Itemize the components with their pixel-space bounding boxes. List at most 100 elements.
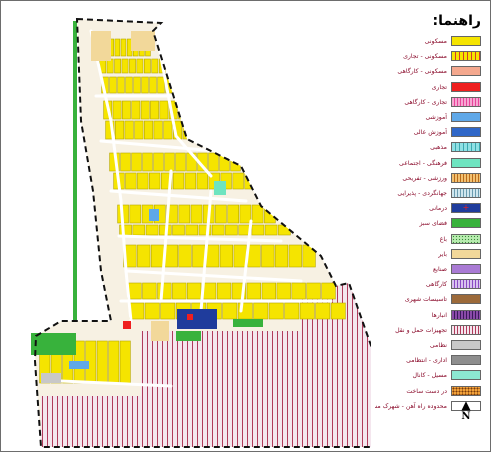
legend-swatch <box>451 66 481 77</box>
residential-block <box>244 172 256 190</box>
residential-block <box>131 100 141 120</box>
land-use-map[interactable] <box>1 1 371 451</box>
legend-item: درمانی + <box>373 202 483 215</box>
residential-block <box>149 76 157 94</box>
residential-block <box>330 302 346 320</box>
residential-block <box>150 244 165 268</box>
residential-block <box>175 152 186 172</box>
legend-item-label: تجهیزات حمل و نقل <box>395 326 447 334</box>
residential-block <box>119 340 131 384</box>
legend-swatch <box>451 127 481 138</box>
residential-block <box>125 172 137 190</box>
green-space-patch <box>176 331 201 341</box>
plan-boundary <box>33 17 371 448</box>
residential-block <box>198 224 212 236</box>
legend-item: صنایع <box>373 263 483 276</box>
residential-block <box>163 120 173 140</box>
residential-block <box>192 120 202 140</box>
legend-swatch <box>451 112 481 122</box>
north-arrow-icon: ▲ <box>461 398 471 412</box>
legend-swatch <box>451 233 481 244</box>
residential-block <box>149 172 161 190</box>
legend-swatch <box>451 294 481 305</box>
legend-item-label: کارگاهی <box>425 281 447 289</box>
vacant-patch <box>91 31 111 61</box>
legend-swatch <box>451 355 481 366</box>
legend-item: انبارها <box>373 309 483 322</box>
vacant-patch <box>131 31 155 51</box>
residential-block <box>114 38 121 57</box>
legend-item: مذهبی <box>373 141 483 154</box>
legend-swatch <box>451 172 481 183</box>
residential-block <box>288 244 302 268</box>
residential-block <box>129 58 136 74</box>
residential-block <box>131 152 142 172</box>
residential-block <box>315 302 331 320</box>
legend-item: محدوده راه آهن - شهرک مسکونی <box>373 400 483 413</box>
legend-swatch <box>451 188 481 198</box>
legend-item-label: درمانی <box>429 205 447 213</box>
legend-item: نظامی <box>373 339 483 352</box>
residential-block <box>211 224 225 236</box>
legend-swatch <box>451 400 481 411</box>
residential-block <box>142 282 157 300</box>
residential-block <box>219 152 230 172</box>
residential-block <box>251 204 264 224</box>
residential-block <box>253 302 269 320</box>
residential-block <box>211 120 221 140</box>
residential-block <box>274 244 289 268</box>
legend-item-label: باغ <box>439 235 447 243</box>
residential-block <box>120 152 131 172</box>
residential-block <box>239 204 252 224</box>
legend-swatch <box>451 279 481 290</box>
legend-item: در دست ساخت <box>373 385 483 398</box>
residential-block <box>187 282 202 300</box>
residential-block <box>134 120 144 140</box>
residential-block <box>124 120 134 140</box>
residential-block <box>208 152 219 172</box>
residential-block <box>141 76 149 94</box>
legend-item: تجاری <box>373 81 483 94</box>
residential-block <box>222 302 238 320</box>
residential-block <box>261 244 275 268</box>
residential-block <box>137 244 151 268</box>
residential-block <box>106 58 114 74</box>
legend-item: مسکونی - کارگاهی <box>373 65 483 78</box>
commercial-patch <box>123 321 131 329</box>
legend-item: جهانگردی - پذیرایی <box>373 187 483 200</box>
residential-block <box>302 244 316 268</box>
legend-item-label: در دست ساخت <box>406 387 447 395</box>
legend-item: فرهنگی - اجتماعی <box>373 157 483 170</box>
legend-item-label: آموزشی <box>425 114 447 121</box>
residential-block <box>153 120 163 140</box>
residential-block <box>114 58 121 74</box>
legend-item: تجهیزات حمل و نقل <box>373 324 483 337</box>
residential-block <box>117 76 125 94</box>
legend-item: فضای سبز <box>373 217 483 230</box>
legend-item: مسکونی - تجاری <box>373 50 483 63</box>
residential-block <box>215 204 227 224</box>
legend-swatch <box>451 385 481 396</box>
legend-item-label: بایر <box>438 250 447 258</box>
legend-swatch: + <box>451 203 481 214</box>
legend-item-label: مسکونی - کارگاهی <box>397 68 447 76</box>
legend-swatch <box>451 157 481 168</box>
residential-block <box>185 224 199 236</box>
residential-block <box>120 38 127 57</box>
residential-block <box>150 100 159 120</box>
green-space-patch <box>31 333 76 355</box>
residential-block <box>140 100 150 120</box>
residential-block <box>129 204 142 224</box>
residential-block <box>182 120 192 140</box>
residential-block <box>192 244 206 268</box>
residential-block <box>227 204 239 224</box>
residential-block <box>219 244 234 268</box>
residential-block <box>96 340 108 384</box>
residential-block <box>190 204 203 224</box>
legend-item-label: تاسیسات شهری <box>404 296 447 304</box>
legend-item-label: آموزش عالی <box>413 129 447 137</box>
legend-item-label: مذهبی <box>430 144 447 152</box>
legend-item-label: اداری - انتظامی <box>406 357 447 365</box>
residential-block <box>276 282 291 300</box>
